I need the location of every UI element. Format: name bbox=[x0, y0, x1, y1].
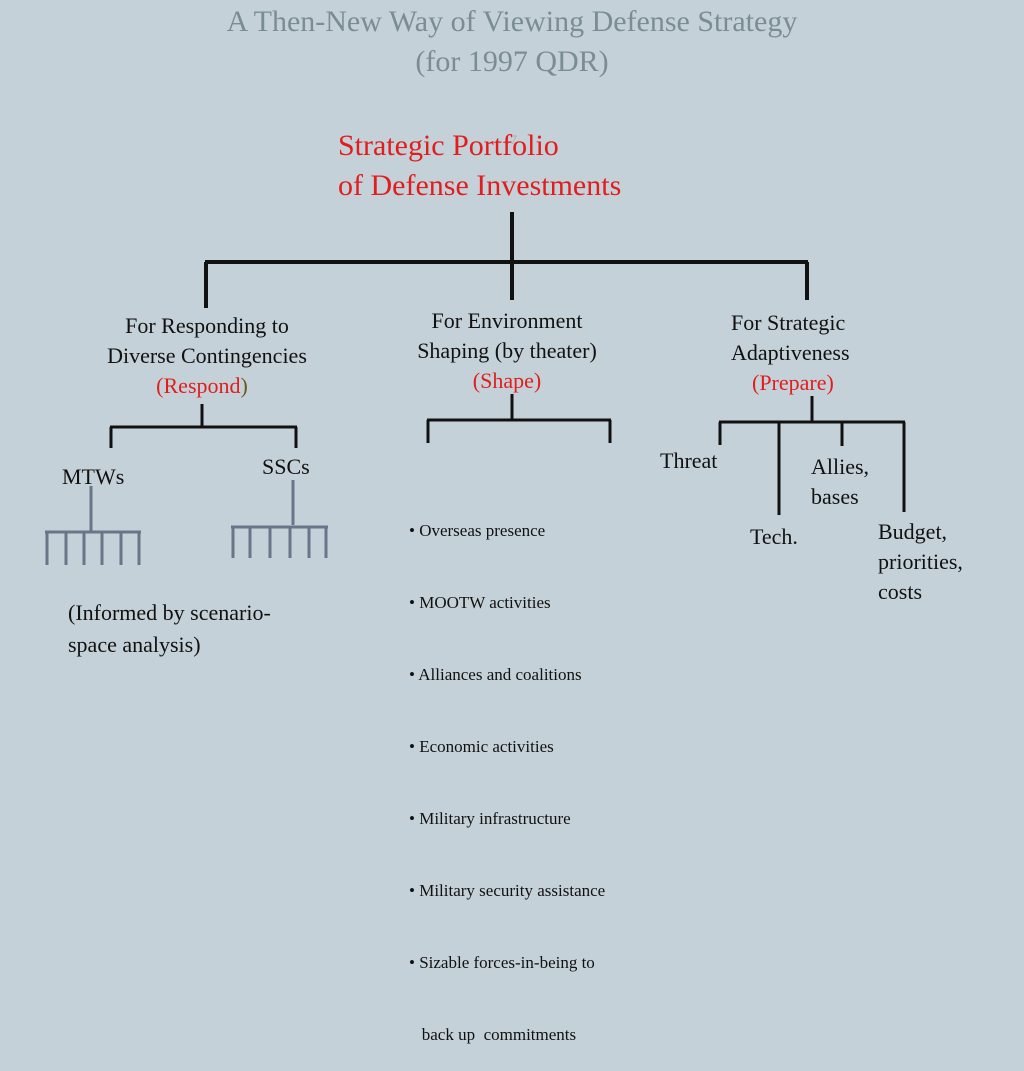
mtws-label: MTWs bbox=[62, 464, 125, 489]
scenario-note: (Informed by scenario- space analysis) bbox=[68, 597, 271, 661]
main-tree-lines bbox=[204, 212, 809, 308]
budget-label: Budget, priorities, costs bbox=[878, 517, 963, 607]
shape-activity-list: • Overseas presence • MOOTW activities •… bbox=[409, 471, 605, 1071]
shape-branch: For Environment Shaping (by theater) (Sh… bbox=[377, 306, 637, 396]
root-node-line2: of Defense Investments bbox=[338, 169, 622, 202]
list-item: • Alliances and coalitions bbox=[409, 665, 582, 684]
respond-subtree bbox=[109, 404, 298, 448]
slide-title-line2: (for 1997 QDR) bbox=[415, 45, 609, 78]
shape-label-line2: Shaping (by theater) bbox=[417, 338, 597, 363]
respond-label-line1: For Responding to bbox=[125, 313, 289, 338]
scenario-note-line1: (Informed by scenario- bbox=[68, 600, 271, 625]
allies-label-line1: Allies, bbox=[811, 454, 870, 479]
prepare-label-line2: Adaptiveness bbox=[731, 340, 850, 365]
shape-subtree bbox=[426, 394, 612, 443]
budget-label-line3: costs bbox=[878, 579, 922, 604]
list-item: • MOOTW activities bbox=[409, 593, 551, 612]
list-item: • Military security assistance bbox=[409, 881, 606, 900]
respond-tag-open: ( bbox=[156, 373, 164, 398]
list-item: back up commitments bbox=[409, 1025, 577, 1044]
shape-tag: (Shape) bbox=[472, 368, 542, 393]
allies-label: Allies, bases bbox=[811, 452, 869, 512]
respond-label-line2: Diverse Contingencies bbox=[107, 343, 307, 368]
list-item: • Military infrastructure bbox=[409, 809, 571, 828]
slide-title-line1: A Then-New Way of Viewing Defense Strate… bbox=[226, 5, 798, 38]
allies-label-line2: bases bbox=[811, 484, 859, 509]
tech-label: Tech. bbox=[750, 524, 798, 549]
list-item: • Economic activities bbox=[409, 737, 554, 756]
list-item: • Overseas presence bbox=[409, 521, 546, 540]
budget-label-line1: Budget, bbox=[878, 519, 948, 544]
respond-tag-word: Respond bbox=[163, 373, 241, 398]
respond-tag-close: ) bbox=[240, 373, 248, 398]
tree-connectors bbox=[45, 212, 906, 565]
slide-number: 17 bbox=[504, 132, 517, 147]
sscs-comb bbox=[231, 480, 328, 558]
budget-label-line2: priorities, bbox=[878, 549, 963, 574]
prepare-branch: For Strategic Adaptiveness (Prepare) bbox=[719, 308, 897, 398]
prepare-label-line1: For Strategic bbox=[731, 310, 846, 335]
respond-branch: For Responding to Diverse Contingencies bbox=[66, 311, 348, 371]
root-node-line1: Strategic Portfolio bbox=[338, 129, 559, 162]
prepare-tag: (Prepare) bbox=[752, 370, 834, 395]
shape-label-line1: For Environment bbox=[431, 308, 583, 333]
prepare-subtree bbox=[718, 396, 906, 515]
sscs-label: SSCs bbox=[262, 454, 310, 479]
list-item: • Sizable forces-in-being to bbox=[409, 953, 595, 972]
mtws-comb bbox=[45, 486, 141, 565]
respond-tag: (Respond) bbox=[66, 371, 338, 401]
scenario-note-line2: space analysis) bbox=[68, 632, 201, 657]
threat-label: Threat bbox=[660, 448, 718, 473]
